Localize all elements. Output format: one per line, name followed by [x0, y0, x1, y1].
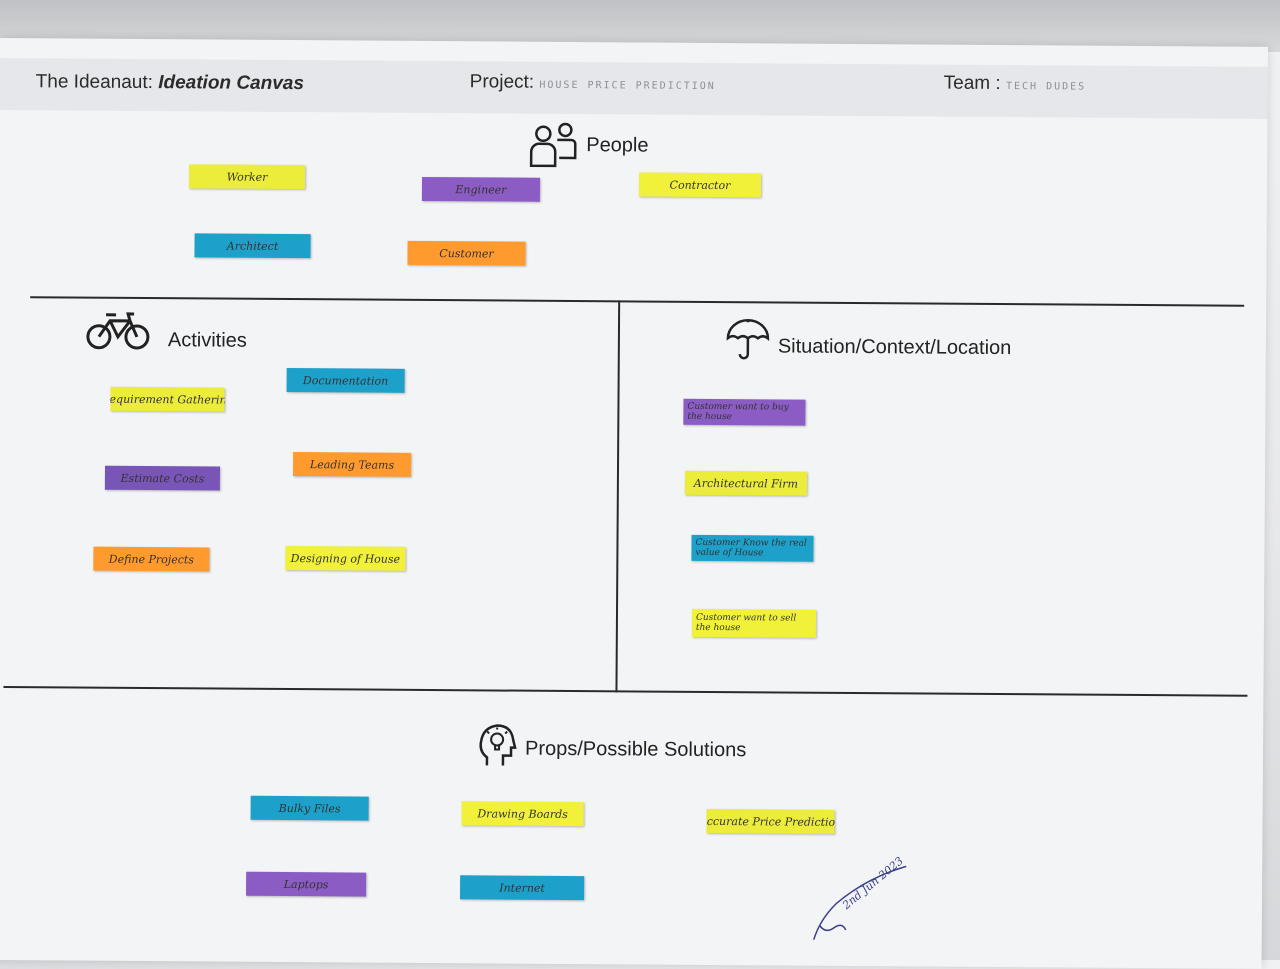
section-title-activities: Activities: [167, 329, 247, 352]
sticky-note: Laptops: [246, 871, 367, 897]
ideation-canvas-sheet: The Ideanaut: Ideation Canvas Project: H…: [0, 38, 1268, 969]
divider-people: [30, 296, 1245, 307]
team-value: TECH DUDES: [1005, 81, 1087, 93]
people-icon: [529, 122, 577, 168]
sticky-note: Customer want to buy the house: [683, 398, 806, 426]
section-title-people: People: [586, 134, 649, 157]
section-title-situation: Situation/Context/Location: [777, 335, 1012, 360]
brand-title: The Ideanaut: Ideation Canvas: [36, 71, 304, 95]
brand-name: Ideation Canvas: [158, 72, 305, 95]
team-field: Team : TECH DUDES: [944, 73, 1087, 96]
sticky-note: Contractor: [638, 172, 762, 198]
sticky-note: Worker: [188, 164, 306, 190]
sticky-note: Documentation: [286, 368, 405, 393]
signature: [813, 865, 907, 940]
sticky-note: Bulky Files: [250, 795, 369, 821]
sticky-note: Estimate Costs: [104, 465, 221, 491]
idea-head-icon: [479, 724, 517, 766]
sticky-note: Customer want to sell the house: [691, 608, 817, 638]
sticky-note: Accurate Price Prediction: [706, 808, 835, 834]
project-field: Project: HOUSE PRICE PREDICTION: [470, 71, 716, 95]
project-value: HOUSE PRICE PREDICTION: [539, 79, 716, 92]
sticky-note: Architect: [194, 233, 311, 259]
bicycle-icon: [86, 312, 150, 350]
sticky-note: Designing of House: [285, 546, 406, 571]
sticky-note: Drawing Boards: [461, 801, 584, 827]
umbrella-icon: [726, 319, 770, 360]
sticky-note: Customer Know the real value of House: [691, 534, 814, 562]
sticky-note: Define Projects: [93, 546, 210, 572]
project-label: Project:: [469, 71, 535, 93]
sticky-note: Leading Teams: [292, 452, 412, 477]
sticky-note: Customer: [407, 240, 526, 266]
brand-prefix: The Ideanaut:: [35, 71, 154, 94]
sticky-note: Internet: [459, 875, 585, 901]
divider-props: [3, 686, 1248, 697]
divider-middle: [615, 300, 621, 693]
sticky-note: Architectural Firm: [684, 470, 807, 496]
sticky-note: Requirement Gathering: [110, 386, 225, 412]
team-label: Team :: [943, 72, 1001, 94]
sticky-note: Engineer: [421, 176, 541, 202]
section-title-props: Props/Possible Solutions: [524, 737, 747, 762]
